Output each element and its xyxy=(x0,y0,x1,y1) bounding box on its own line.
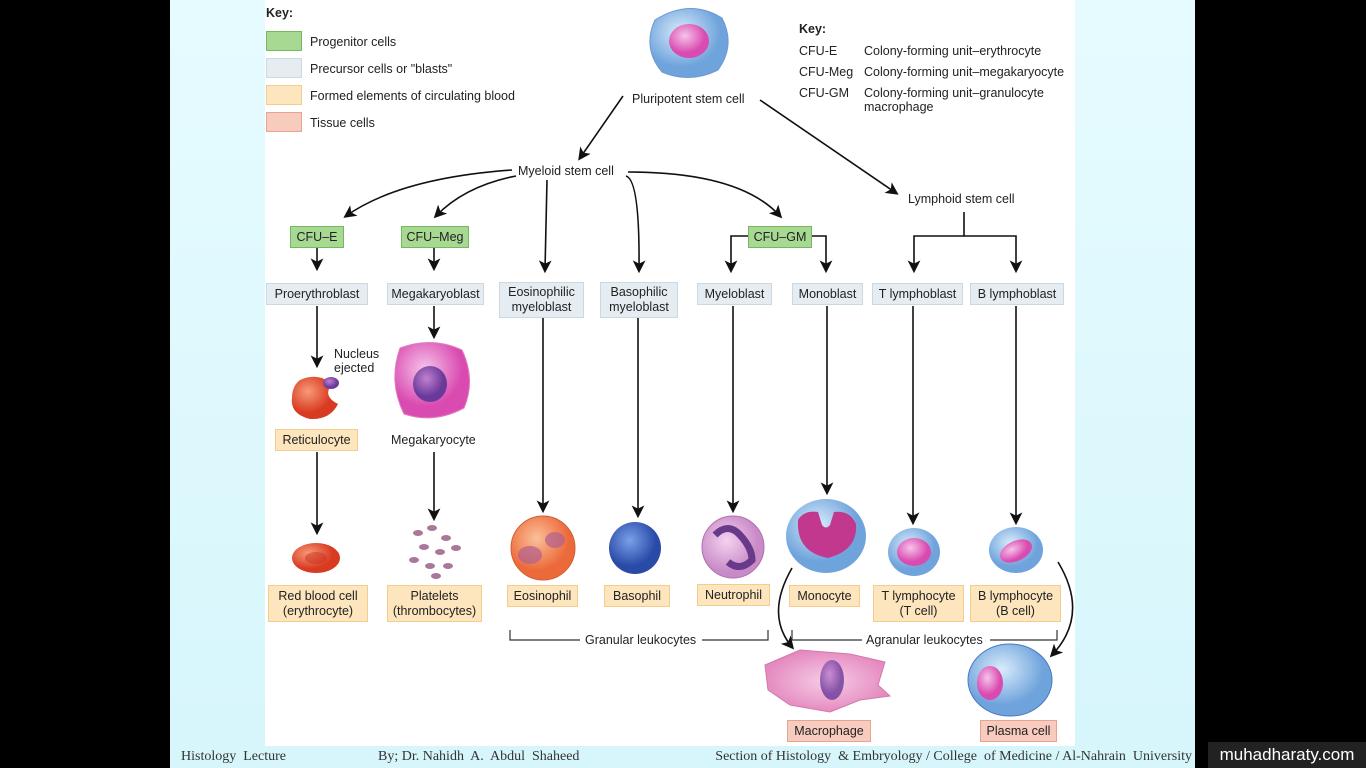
megakaryoblast-box: Megakaryoblast xyxy=(387,283,484,305)
red-blood-cell-box: Red blood cell (erythrocyte) xyxy=(268,585,368,622)
pluripotent-stem-cell-label: Pluripotent stem cell xyxy=(632,92,745,106)
agranular-leukocytes-label: Agranular leukocytes xyxy=(866,633,983,647)
abbrev-cfu-gm-desc: Colony-forming unit–granulocyte macropha… xyxy=(864,86,1044,114)
proerythroblast-box: Proerythroblast xyxy=(266,283,368,305)
monocyte-box: Monocyte xyxy=(789,585,860,607)
neutrophil-box: Neutrophil xyxy=(697,584,770,606)
nucleus-ejected-label: Nucleus ejected xyxy=(334,347,380,375)
pluripotent-stem-cell-image xyxy=(649,8,729,78)
watermark-logo: muhadharaty.com xyxy=(1208,742,1366,768)
basophilic-myeloblast-box: Basophilic myeloblast xyxy=(600,282,678,318)
key-label-tissue: Tissue cells xyxy=(310,116,375,130)
lymphoid-stem-cell-label: Lymphoid stem cell xyxy=(908,192,1015,206)
abbrev-key-title: Key: xyxy=(799,22,827,36)
reticulocyte-image xyxy=(291,376,339,420)
footer-institution: Section of Histology & Embryology / Coll… xyxy=(715,749,1192,764)
cfu-e-box: CFU–E xyxy=(290,226,344,248)
platelets-image xyxy=(409,525,461,579)
cfu-gm-box: CFU–GM xyxy=(748,226,812,248)
monoblast-box: Monoblast xyxy=(792,283,863,305)
t-lymphoblast-box: T lymphoblast xyxy=(872,283,963,305)
group-brackets xyxy=(509,630,1058,641)
key-swatch-tissue xyxy=(266,112,302,132)
eosinophil-image xyxy=(510,515,576,581)
abbrev-cfu-e-desc: Colony-forming unit–erythrocyte xyxy=(864,44,1042,58)
monocyte-image xyxy=(786,499,866,573)
macrophage-box: Macrophage xyxy=(787,720,871,742)
myeloblast-box: Myeloblast xyxy=(697,283,772,305)
macrophage-image xyxy=(764,649,892,713)
basophil-image xyxy=(609,522,661,574)
b-lymphocyte-box: B lymphocyte (B cell) xyxy=(970,585,1061,622)
basophil-box: Basophil xyxy=(604,585,670,607)
platelets-box: Platelets (thrombocytes) xyxy=(387,585,482,622)
neutrophil-image xyxy=(701,515,765,579)
eosinophilic-myeloblast-box: Eosinophilic myeloblast xyxy=(499,282,584,318)
eosinophil-box: Eosinophil xyxy=(507,585,578,607)
footer-lecture: Histology Lecture xyxy=(181,749,286,764)
reticulocyte-box: Reticulocyte xyxy=(275,429,358,451)
abbrev-cfu-meg: CFU-Meg xyxy=(799,65,854,79)
plasma-cell-box: Plasma cell xyxy=(980,720,1057,742)
b-lymphocyte-image xyxy=(989,527,1043,573)
abbrev-cfu-meg-desc: Colony-forming unit–megakaryocyte xyxy=(864,65,1065,79)
t-lymphocyte-box: T lymphocyte (T cell) xyxy=(873,585,964,622)
abbrev-cfu-e: CFU-E xyxy=(799,44,838,58)
megakaryocyte-label: Megakaryocyte xyxy=(391,433,476,447)
cfu-meg-box: CFU–Meg xyxy=(401,226,469,248)
myeloid-stem-cell-label: Myeloid stem cell xyxy=(518,164,614,178)
key-swatch-progenitor xyxy=(266,31,302,51)
footer-author: By; Dr. Nahidh A. Abdul Shaheed xyxy=(378,749,580,764)
lineage-arrows xyxy=(310,95,1074,658)
b-lymphoblast-box: B lymphoblast xyxy=(970,283,1064,305)
red-blood-cell-image xyxy=(292,543,340,573)
granular-leukocytes-label: Granular leukocytes xyxy=(585,633,697,647)
key-swatch-formed xyxy=(266,85,302,105)
plasma-cell-image xyxy=(967,643,1053,717)
key-label-progenitor: Progenitor cells xyxy=(310,35,397,49)
t-lymphocyte-image xyxy=(888,528,940,576)
key-title: Key: xyxy=(266,6,294,20)
megakaryocyte-image xyxy=(394,341,470,419)
key-label-formed: Formed elements of circulating blood xyxy=(310,89,515,103)
key-swatch-precursor xyxy=(266,58,302,78)
abbrev-cfu-gm: CFU-GM xyxy=(799,86,849,100)
key-label-precursor: Precursor cells or "blasts" xyxy=(310,62,453,76)
